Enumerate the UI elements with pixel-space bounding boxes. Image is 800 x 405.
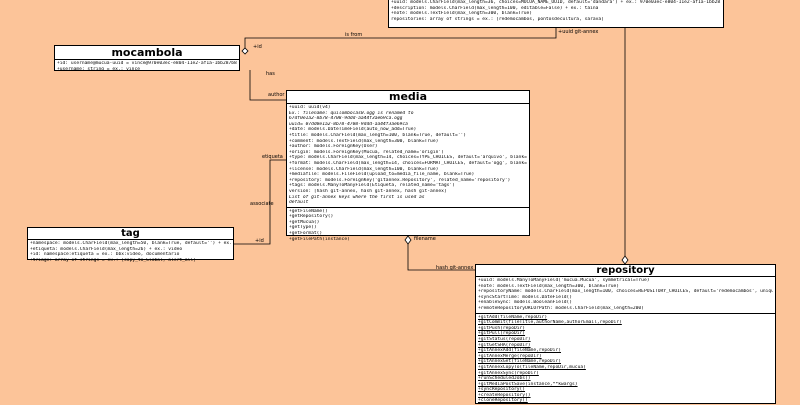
attribute-line: +note: models.TextField(max_length=300, …	[391, 11, 533, 17]
method-line: +gitAnnexSync(repoDir)	[478, 370, 539, 376]
edge-mocambola-media	[249, 70, 286, 101]
attribute-line: +triage: array of strings = ex.: [copy_t…	[30, 257, 196, 263]
method-line: +gitAnnexMerge(repoDir)	[478, 353, 542, 359]
method-line: +cloneRepository()	[478, 398, 528, 404]
attribute-line: +id: namespace:etiqueta = ex.: bbx:video…	[30, 252, 180, 258]
class-box-mocambola[interactable]: mocambola +id: username@mucua-uuid = vin…	[54, 45, 240, 73]
attribute-line: uuid= 07dd0e1a2-8b78-4708-9ddd-aa44f3ae6…	[289, 121, 408, 127]
edge-mucua-mocambola	[244, 28, 557, 54]
attribute-section: +uuid: models.ManyToManyField('mucua.Muc…	[476, 277, 775, 314]
edge-media-repository	[407, 236, 475, 271]
attribute-line: +mediafile: models.FileField(upload_to=m…	[289, 172, 475, 178]
method-line: +gitGetSHA(repoDir)	[478, 342, 531, 348]
method-line: +getMucua()	[289, 219, 320, 225]
attribute-line: +origin: models.ForeignKey(Mucua, relate…	[289, 149, 444, 155]
relation-label-etiqueta: etiqueta	[262, 154, 283, 160]
attribute-line: +repositoryName: models.CharField(max_le…	[478, 289, 773, 295]
class-box-mucua[interactable]: +uuid: models.CharField(max_length=36, c…	[388, 0, 724, 28]
attribute-line: repositories: array of strings = ex.: [r…	[391, 16, 604, 22]
aggregation-diamond	[404, 235, 412, 245]
relation-label-filename: filename	[414, 236, 436, 242]
aggregation-diamond	[621, 255, 629, 265]
attribute-line: +title: models.CharField(max_length=100,…	[289, 132, 467, 138]
class-title: repository	[476, 265, 775, 277]
attribute-line: +note: models.TextField(max_length=300, …	[478, 283, 620, 289]
method-line: +gitPull(repoDir)	[478, 331, 526, 337]
attribute-line: version: [hash git-annex, hash git-annex…	[289, 188, 447, 194]
attribute-line: +syncStartTime: models.DateField()	[478, 294, 573, 300]
attribute-line: +date: models.DateTimeField(auto_now_add…	[289, 127, 417, 133]
method-line: +getFilePath(instance)	[289, 236, 350, 242]
class-title: mocambola	[55, 46, 239, 60]
attribute-line: +remoteRepositoryURLOrPath: models.CharF…	[478, 305, 644, 311]
attribute-line: +namespace: models.CharField(max_length=…	[30, 241, 231, 246]
relation-multiplicity: +id	[255, 238, 264, 244]
attribute-line: +description: models.CharField(max_lengt…	[391, 5, 599, 11]
edge-media-tag	[234, 159, 286, 245]
attribute-line: +uuid: models.ManyToManyField('mucua.Muc…	[478, 278, 650, 283]
method-line: +gitMediaPostSave(instance,**kwargs)	[478, 381, 578, 387]
attribute-line: Ex.: filename: quilombolas0.ogg is renam…	[289, 110, 414, 116]
aggregation-diamond	[241, 47, 249, 55]
relation-label-hash-git-annex: hash git-annex	[436, 265, 473, 271]
relation-label-associate: associate	[250, 201, 274, 207]
attribute-line: +license: models.CharField(max_length=10…	[289, 166, 439, 172]
attribute-line: +comment: models.TextField(max_length=30…	[289, 138, 439, 144]
attribute-line: +repository: models.ForeignKey('gitannex…	[289, 177, 511, 183]
attribute-line: +enableSync: models.BooleanField()	[478, 300, 573, 306]
attribute-line: default	[289, 200, 309, 206]
relation-label-author: author	[268, 92, 285, 98]
class-box-media[interactable]: media +uuid: uuid(v4)Ex.: filename: quil…	[286, 90, 530, 242]
attribute-section: +namespace: models.CharField(max_length=…	[28, 240, 233, 264]
attribute-section: +uuid: models.CharField(max_length=36, c…	[389, 0, 723, 23]
method-line: +getFormat()	[289, 231, 323, 237]
method-line: +gitCommit(fileTitle,authorName,authorEm…	[478, 320, 622, 326]
class-title: tag	[28, 228, 233, 240]
method-line: +gitAdd(fileName,repoDir)	[478, 314, 548, 320]
method-section: +getFileName() +getRepository() +getMucu…	[287, 208, 529, 244]
relation-label-uuid-git-annex: +uuid git-annex	[558, 29, 598, 35]
method-line: +gitStatus(repoDir)	[478, 336, 531, 342]
relation-label-is-from: is from	[345, 32, 362, 38]
attribute-line: 67df0e1a2-8b78-4708-9ddd-aa44f3ae69ca.og…	[289, 116, 403, 122]
method-line: +createRepository()	[478, 392, 531, 398]
method-line: +gitAnnexCopyTo(fileName,repoDir,mucua)	[478, 364, 586, 370]
relation-label-has: has	[266, 71, 275, 77]
attribute-line: +id: username@mucua-uuid = vince@970e03e…	[57, 61, 237, 66]
class-box-tag[interactable]: tag +namespace: models.CharField(max_len…	[27, 227, 234, 263]
attribute-line: List of git-annex keys where the first i…	[289, 194, 425, 200]
attribute-line: +author: models.ForeignKey(User)	[289, 144, 378, 150]
class-box-repository[interactable]: repository +uuid: models.ManyToManyField…	[475, 264, 776, 404]
method-line: +gitPush(repoDir)	[478, 325, 526, 331]
attribute-line: +uuid: uuid(v4)	[289, 105, 331, 110]
attribute-section: +id: username@mucua-uuid = vince@970e03e…	[55, 60, 239, 73]
method-line: +gitAnnexAdd(fileName,repoDir)	[478, 348, 561, 354]
relation-multiplicity: +id	[253, 44, 262, 50]
attribute-line: +username: string = ex.: vince	[57, 66, 140, 72]
method-line: +runScheduledJobs()	[478, 376, 531, 382]
method-line: +gitAnnexGet(fileName,repoDir)	[478, 359, 561, 365]
method-line: +getType()	[289, 225, 317, 231]
method-line: +getRepository()	[289, 214, 334, 220]
attribute-line: +type: models.CharField(max_length=14, c…	[289, 155, 527, 161]
attribute-line: +uuid: models.CharField(max_length=36, c…	[391, 0, 721, 5]
class-title: media	[287, 91, 529, 104]
attribute-line: +tags: models.ManyToManyField(Etiqueta, …	[289, 183, 455, 189]
attribute-section: +uuid: uuid(v4)Ex.: filename: quilombola…	[287, 104, 529, 208]
attribute-line: +format: models.CharField(max_length=14,…	[289, 160, 527, 166]
method-section: +gitAdd(fileName,repoDir)+gitCommit(file…	[476, 314, 775, 405]
method-line: +getFileName()	[289, 208, 328, 214]
attribute-line: +etiqueta: models.CharField(max_length=2…	[30, 246, 183, 252]
method-line: +syncRepository()	[478, 387, 526, 393]
